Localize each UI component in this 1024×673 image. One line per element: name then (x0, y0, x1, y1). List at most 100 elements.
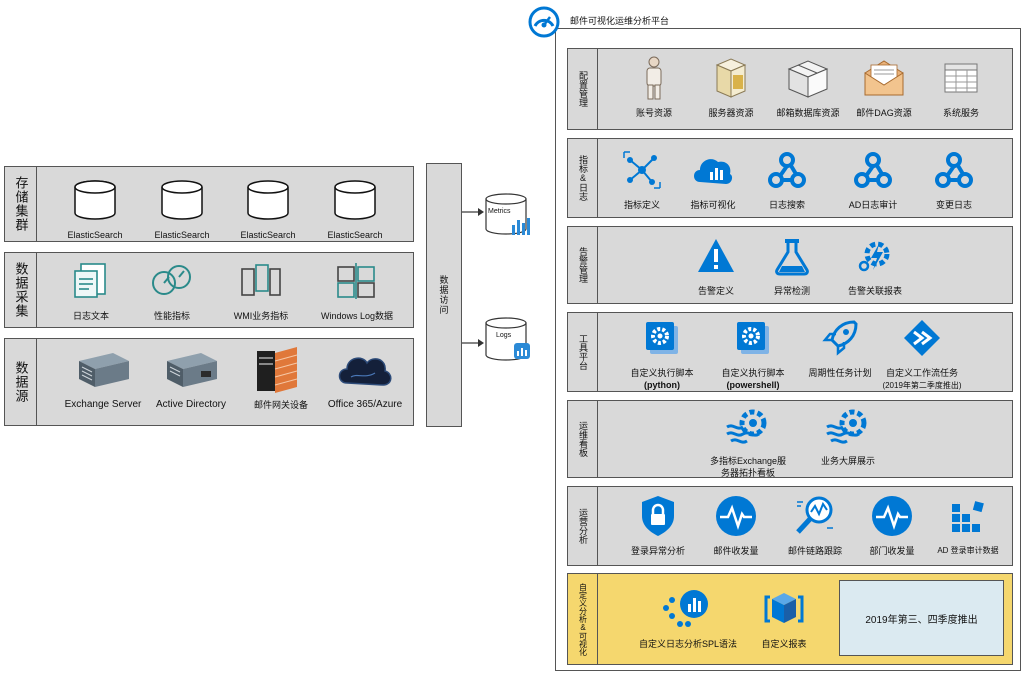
document-icon (68, 258, 114, 304)
ops-label: 运维看板 (568, 401, 598, 477)
scheduled-task-label: 周期性任务计划 (808, 368, 872, 378)
server-resource-label: 服务器资源 (708, 108, 754, 118)
metrics-logs-panel: 指标&日志 指标定义 指标可视化 日志搜索 AD日志审计 变更日志 (567, 138, 1013, 218)
exchange-server-item: Exchange Server (53, 347, 153, 411)
wmi-metrics-label: WMI业务指标 (233, 311, 289, 321)
account-resource-item: 账号资源 (604, 55, 704, 119)
perf-metrics-item: 性能指标 (122, 258, 222, 322)
anomaly-detect-item: 异常检测 (742, 233, 842, 297)
wmi-metrics-item: WMI业务指标 (211, 258, 311, 322)
data-source-panel: 数据源 Exchange Server Active Directory 邮件网… (4, 338, 414, 426)
metrics-label: Metrics (488, 208, 511, 215)
gauge-icon (149, 258, 195, 304)
system-service-label: 系统服务 (942, 108, 979, 118)
box-icon (785, 55, 831, 101)
elasticsearch-node-4: ElasticSearch (305, 177, 405, 241)
mail-gateway-item: 邮件网关设备 (231, 347, 331, 411)
data-source-label: 数据源 (5, 339, 37, 425)
python-script-line1: 自定义执行脚本 (630, 368, 694, 378)
gear-app-icon (730, 315, 776, 361)
database-icon (159, 177, 205, 223)
database-icon (245, 177, 291, 223)
storage-cluster-panel: 存储集群 ElasticSearch ElasticSearch Elastic… (4, 166, 414, 242)
custom-panel: 自定义分析&可视化 自定义日志分析SPL语法 自定义报表 2019年第三、四季度… (567, 573, 1013, 665)
metrics-db-icon (485, 193, 530, 235)
big-screen-item: 业务大屏展示 (798, 403, 898, 467)
webhook-icon (931, 147, 977, 193)
workflow-task-label: 自定义工作流任务 (2019年第二季度推出) (882, 367, 961, 392)
elasticsearch-label: ElasticSearch (67, 230, 123, 240)
webhook-icon (850, 147, 896, 193)
system-service-item: 系统服务 (911, 55, 1011, 119)
tools-label: 工具平台 (568, 313, 598, 391)
alert-report-item: 告警关联报表 (825, 233, 925, 297)
workflow-task-line1: 自定义工作流任务 (885, 368, 958, 378)
chart-cloud-icon (690, 147, 736, 193)
platform-logo-icon (528, 6, 560, 38)
metrics-store: Metrics (484, 193, 532, 241)
elasticsearch-label: ElasticSearch (154, 230, 210, 240)
gear-wave-icon (825, 403, 871, 449)
powershell-script-label: 自定义执行脚本(powershell) (721, 367, 784, 391)
arrow-to-metrics (462, 208, 484, 216)
anomaly-detect-label: 异常检测 (773, 286, 810, 296)
python-script-item: 自定义执行脚本(python) (612, 315, 712, 391)
office365-item: Office 365/Azure (315, 347, 415, 411)
custom-report-label: 自定义报表 (761, 639, 807, 649)
arrow-to-logs (462, 339, 484, 347)
alert-label: 告警管理 (568, 227, 598, 303)
gear-app-icon (639, 315, 685, 361)
release-note-box: 2019年第三、四季度推出 (839, 580, 1004, 656)
change-log-label: 变更日志 (935, 200, 972, 210)
release-note-text: 2019年第三、四季度推出 (865, 614, 978, 626)
change-log-item: 变更日志 (904, 147, 1004, 211)
data-access-bar: 数据访问 (426, 163, 462, 427)
rocket-icon (817, 315, 863, 361)
analysis-label: 运营分析 (568, 487, 598, 565)
log-search-label: 日志搜索 (768, 200, 805, 210)
alert-panel: 告警管理 告警定义 异常检测 告警关联报表 (567, 226, 1013, 304)
gear-bolt-icon (852, 233, 898, 279)
pulse-icon (869, 493, 915, 539)
cube-icon (761, 586, 807, 632)
account-resource-label: 账号资源 (635, 108, 672, 118)
database-icon (332, 177, 378, 223)
powershell-script-item: 自定义执行脚本(powershell) (703, 315, 803, 391)
exchange-topology-label: 多指标Exchange服务器拓扑看板 (710, 455, 786, 479)
log-search-item: 日志搜索 (737, 147, 837, 211)
mail-volume-item: 邮件收发量 (686, 493, 786, 557)
wmi-icon (238, 258, 284, 304)
blocks-icon (945, 493, 991, 539)
mail-gateway-label: 邮件网关设备 (253, 400, 308, 410)
alert-def-item: 告警定义 (666, 233, 766, 297)
config-panel: 配置管理 账号资源 服务器资源 邮箱数据库资源 邮件DAG资源 系统服务 (567, 48, 1013, 130)
dag-resource-item: 邮件DAG资源 (834, 55, 934, 119)
exchange-topology-line1: 多指标Exchange服 (709, 456, 787, 466)
mail-trace-item: 邮件链路跟踪 (765, 493, 865, 557)
custom-report-item: 自定义报表 (734, 586, 834, 650)
flask-icon (769, 233, 815, 279)
shield-lock-icon (635, 493, 681, 539)
webhook-icon (764, 147, 810, 193)
tools-panel: 工具平台 自定义执行脚本(python) 自定义执行脚本(powershell)… (567, 312, 1013, 392)
logs-store: Logs (484, 317, 532, 367)
metric-def-label: 指标定义 (623, 200, 660, 210)
active-directory-label: Active Directory (155, 399, 226, 410)
logs-db-icon (485, 317, 530, 361)
cloud-icon (335, 347, 395, 393)
workflow-task-line2: (2019年第二季度推出) (882, 381, 962, 390)
active-directory-item: Active Directory (141, 347, 241, 411)
data-collection-panel: 数据采集 日志文本 性能指标 WMI业务指标 Windows Log数据 (4, 252, 414, 328)
server-icon (161, 347, 221, 393)
custom-spl-label: 自定义日志分析SPL语法 (638, 639, 737, 649)
database-icon (72, 177, 118, 223)
pulse-icon (713, 493, 759, 539)
login-anomaly-item: 登录异常分析 (608, 493, 708, 557)
elasticsearch-node-1: ElasticSearch (45, 177, 145, 241)
dept-volume-item: 部门收发量 (842, 493, 942, 557)
perf-metrics-label: 性能指标 (153, 311, 190, 321)
exchange-topology-item: 多指标Exchange服务器拓扑看板 (698, 403, 798, 479)
metric-viz-label: 指标可视化 (690, 200, 736, 210)
exchange-server-label: Exchange Server (64, 399, 142, 410)
dag-resource-label: 邮件DAG资源 (856, 108, 912, 118)
